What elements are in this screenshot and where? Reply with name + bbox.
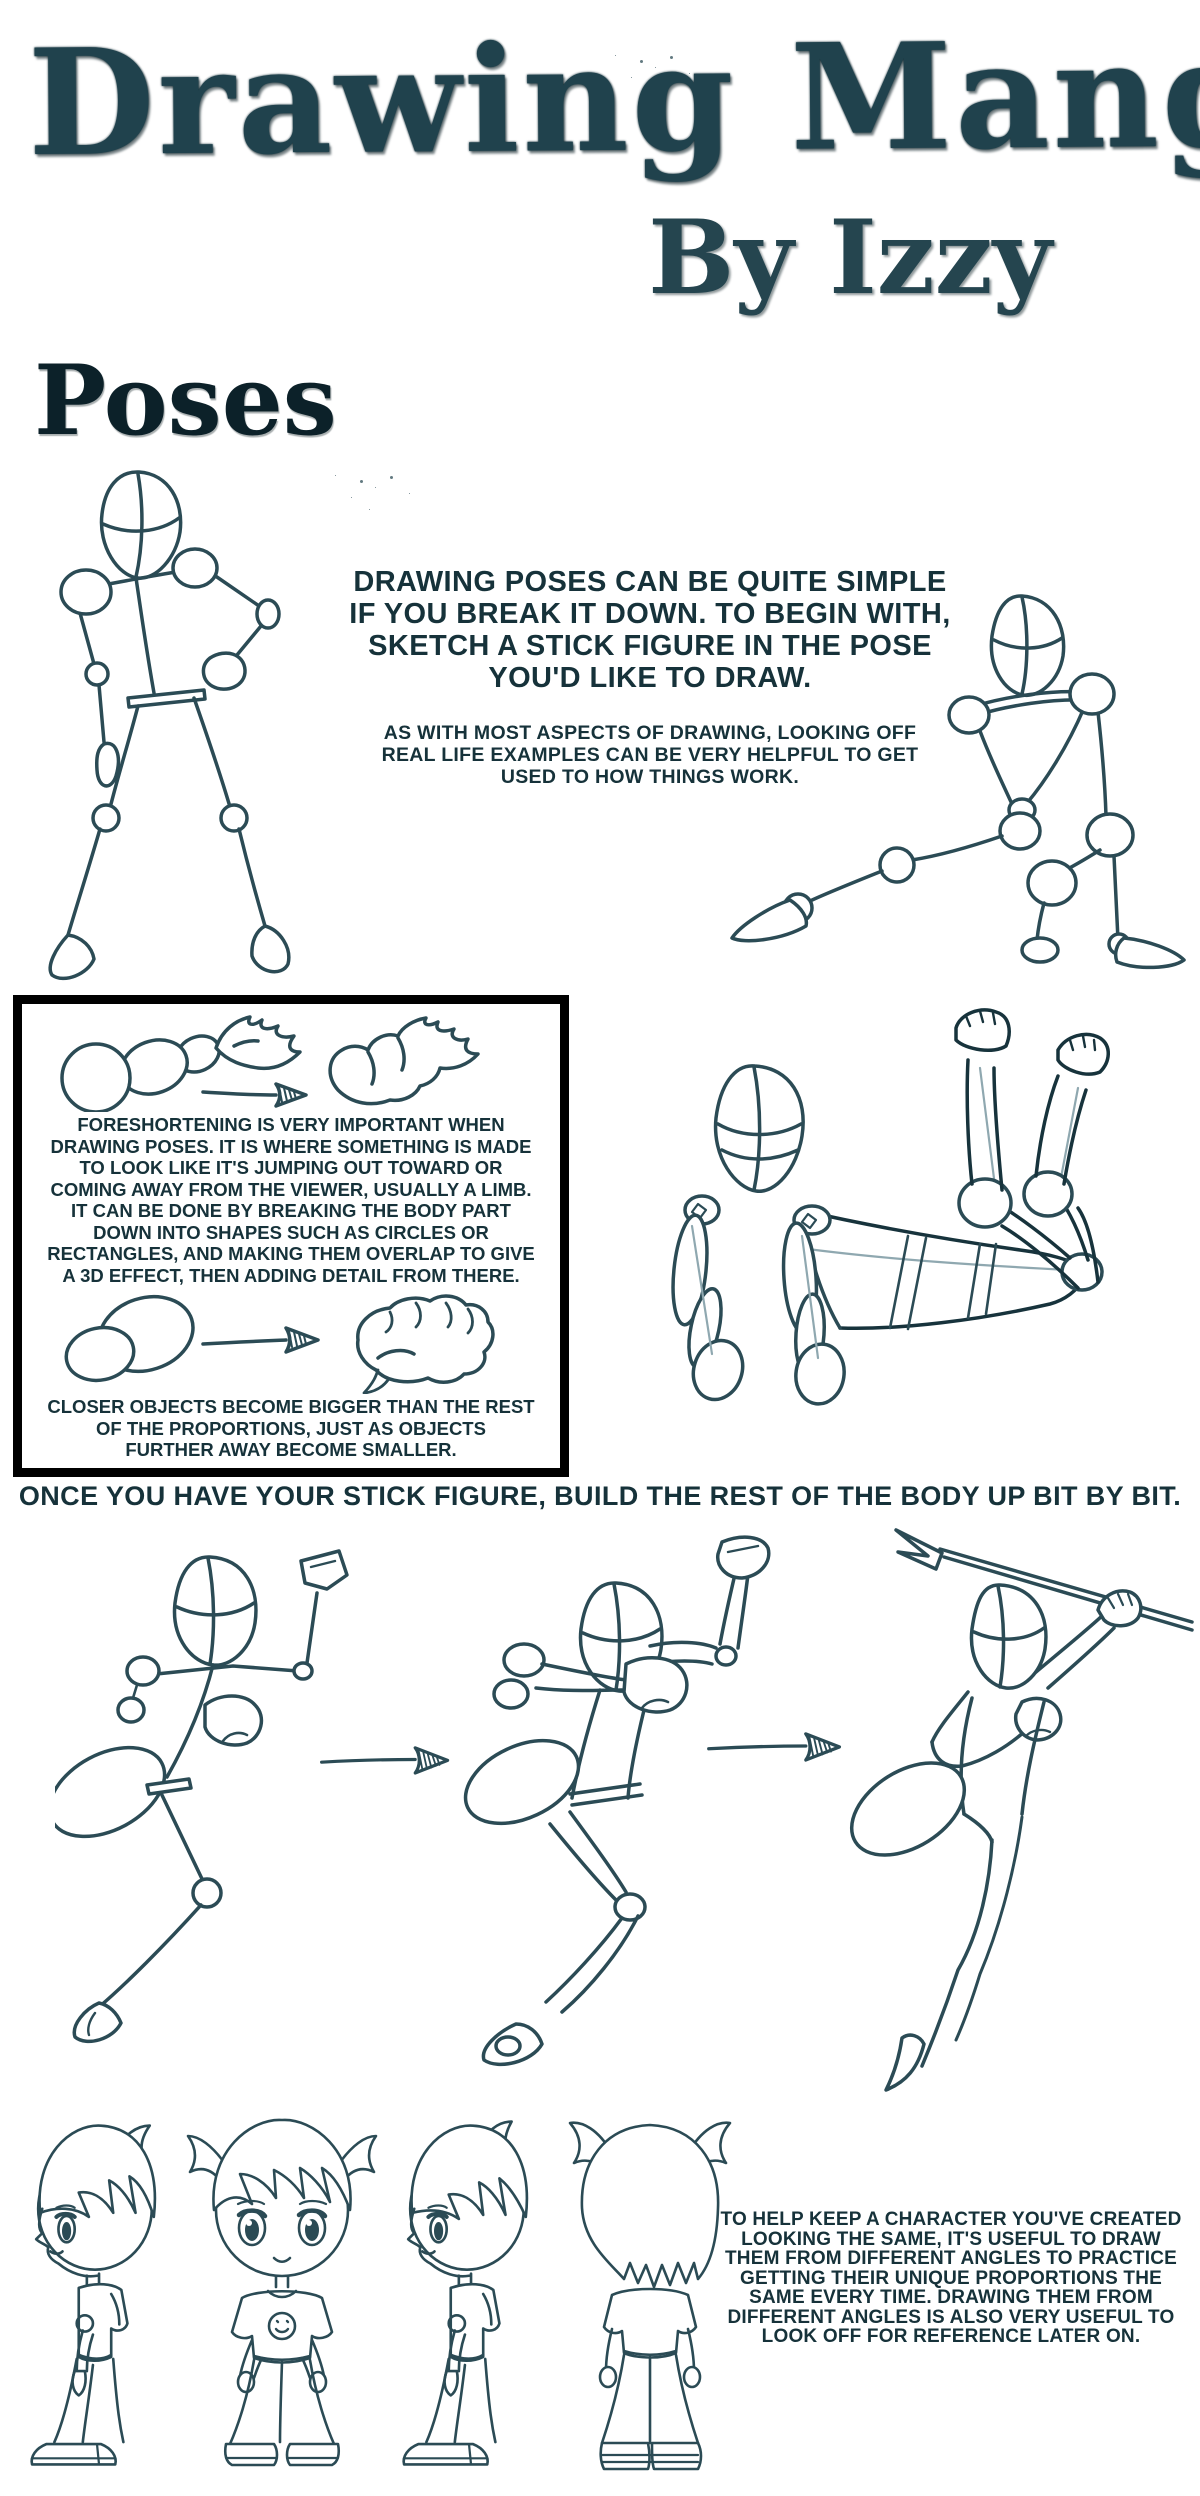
text-line: IF YOU BREAK IT DOWN. TO BEGIN WITH, [349,598,951,630]
text-line: IT CAN BE DONE BY BREAKING THE BODY PART [71,1200,511,1221]
page-title: Drawing Manga [27,8,1200,190]
character-view-left-profile [30,2124,157,2466]
text-line: TO LOOK LIKE IT'S JUMPING OUT TOWARD OR [79,1157,503,1178]
text-line: OF THE PROPORTIONS, JUST AS OBJECTS [96,1417,486,1439]
text-line: SAME EVERY TIME. DRAWING THEM FROM [749,2287,1153,2308]
text-line: YOU'D LIKE TO DRAW. [488,662,812,694]
character-view-right-profile [402,2120,529,2466]
build-body-caption: ONCE YOU HAVE YOUR STICK FIGURE, BUILD T… [18,1481,1182,1511]
text-line: LOOK OFF FOR REFERENCE LATER ON. [761,2326,1141,2347]
text-line: COMING AWAY FROM THE VIEWER, USUALLY A L… [50,1178,532,1200]
text-line: THEM FROM DIFFERENT ANGLES TO PRACTICE [725,2248,1177,2269]
byline: By Izzy [648,198,1052,318]
section-title-poses: Poses [34,344,337,457]
crouching-stick-figure-illustration [730,594,1186,970]
grunge-splatter [360,480,363,483]
text-line: CLOSER OBJECTS BECOME BIGGER THAN THE RE… [47,1396,535,1417]
grunge-splatter [640,60,643,63]
jump-pose-mannequin-illustration [463,1535,771,2067]
overlapping-circles-fist-illustration [64,1294,495,1394]
text-line: DRAWING POSES CAN BE QUITE SIMPLE [353,566,947,598]
foreshortened-arm-shapes-illustration [60,1015,480,1112]
jump-pose-stick-illustration [55,1549,349,2044]
text-line: DIFFERENT ANGLES IS ALSO VERY USEFUL TO [727,2306,1175,2328]
arrow-right-icon [320,1746,450,1775]
jump-pose-final-illustration [849,1528,1194,2092]
text-line: FURTHER AWAY BECOME SMALLER. [125,1439,457,1460]
text-line: AS WITH MOST ASPECTS OF DRAWING, LOOKING… [383,722,917,744]
intro-subparagraph: AS WITH MOST ASPECTS OF DRAWING, LOOKING… [330,722,970,788]
text-line: DOWN INTO SHAPES SUCH AS CIRCLES OR [93,1221,489,1243]
falling-mannequin-illustration [671,1008,1110,1406]
closer-objects-paragraph: CLOSER OBJECTS BECOME BIGGER THAN THE RE… [28,1396,554,1461]
arrow-right-icon [707,1732,842,1762]
text-line: USED TO HOW THINGS WORK. [500,766,800,788]
text-line: REAL LIFE EXAMPLES CAN BE VERY HELPFUL T… [381,744,919,766]
text-line: TO HELP KEEP A CHARACTER YOU'VE CREATED [720,2209,1182,2230]
character-view-front [186,2118,378,2467]
text-line: DRAWING POSES. IT IS WHERE SOMETHING IS … [50,1135,532,1157]
text-line: GETTING THEIR UNIQUE PROPORTIONS THE [739,2267,1163,2289]
text-line: RECTANGLES, AND MAKING THEM OVERLAP TO G… [47,1243,535,1264]
text-line: SKETCH A STICK FIGURE IN THE POSE [368,630,932,662]
standing-stick-figure-illustration [48,470,291,981]
text-line: A 3D EFFECT, THEN ADDING DETAIL FROM THE… [62,1264,520,1286]
text-line: LOOKING THE SAME, IT'S USEFUL TO DRAW [741,2228,1161,2250]
text-line: FORESHORTENING IS VERY IMPORTANT WHEN [77,1114,505,1135]
character-view-back [568,2121,732,2471]
